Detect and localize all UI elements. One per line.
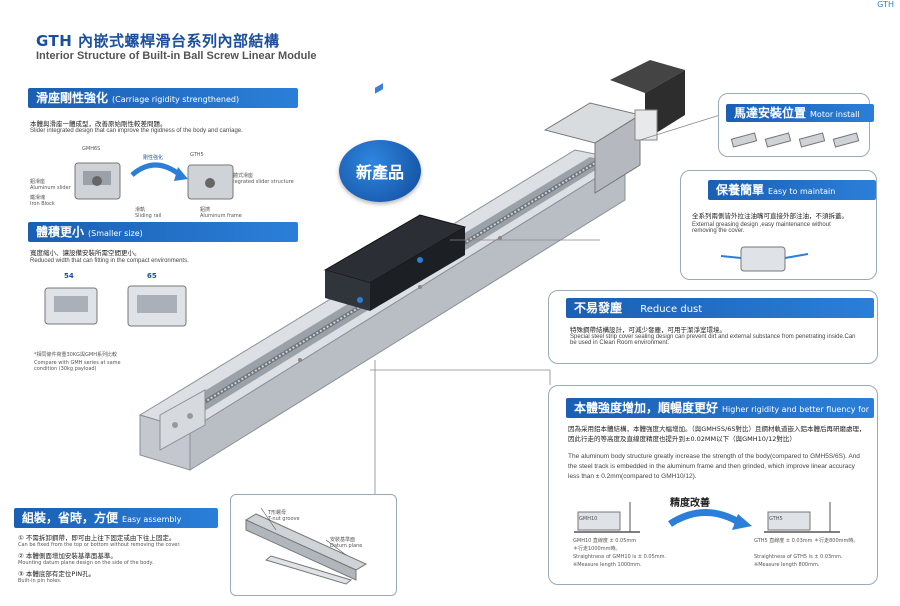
assembly-label-4: Datum plane [330, 543, 363, 549]
maintain-title-en: Easy to maintain [768, 187, 836, 196]
strength-title: 本體強度增加，順暢度更好 [574, 401, 719, 415]
rigidity-title-en: (Carriage rigidity strengthened) [112, 95, 240, 104]
strength-title-en: Higher rigidity and better fluency for m… [574, 405, 870, 436]
maintain-desc-cn: 全系列兩側皆外拉注油嘴可直接外部注油，不須拆蓋。 [692, 212, 848, 220]
dust-header: 不易發塵 Reduce dust [566, 298, 874, 318]
assembly-title: 組裝，省時，方便 [22, 511, 119, 525]
assembly-diagram [244, 507, 368, 585]
rigidity-label-left: GMH6S [82, 146, 101, 152]
motor-panel [718, 93, 870, 157]
strength-desc-en: The aluminum body structure greatly incr… [568, 453, 860, 480]
strength-left-caption-en: Straightness of GMH10 is ± 0.05mm. ※Meas… [573, 554, 667, 568]
strength-left-caption-cn: GMH10 直線度 ± 0.05mm ＊行走1000mm時。 [573, 538, 637, 552]
rigidity-desc-en: Slider integrated design that can improv… [30, 128, 243, 134]
volume-width-right: 65 [147, 272, 157, 280]
page-subtitle: Interior Structure of Built-in Ball Scre… [36, 50, 317, 62]
volume-width-left: 54 [64, 272, 74, 280]
volume-title-en: (Smaller size) [88, 229, 143, 238]
motor-title: 馬達安裝位置 [734, 106, 807, 120]
rigidity-label-rail: 滑軌 Sliding rail [135, 207, 162, 219]
assembly-item-2-en: Mounting datum plane design on the side … [18, 560, 154, 566]
maintain-title: 保養簡單 [716, 183, 765, 197]
assembly-label-3: 安裝基準面 [330, 537, 356, 543]
assembly-item-1-en: Can be fixed from the top or bottom with… [18, 542, 181, 548]
strength-improve-sub: Accuracy improvement [676, 523, 734, 529]
assembly-label-1: T形螺母 [268, 510, 287, 516]
dust-desc-en: Special steel strip cover sealing design… [570, 334, 856, 346]
rigidity-label-iron-block: 鐵滑塊 Iron Block [30, 195, 55, 207]
strength-right-caption-cn: GTH5 直線度 ± 0.03mm ＊行走800mm時。 [754, 538, 859, 544]
maintain-desc-en: External greasing design ,easy maintenan… [692, 222, 831, 234]
strength-left-model: GMH10 [579, 516, 598, 522]
linear-module-illustration [138, 60, 721, 495]
strength-right-model: GTH5 [769, 516, 783, 522]
assembly-item-3-en: Built-in pin holes. [18, 578, 62, 584]
assembly-list: ① 不需拆卸鋼帶，即可由上往下固定或由下往上固定。 Can be fixed f… [18, 532, 218, 584]
assembly-item-2: ② 本體側面增加安裝基準面基準。 [18, 552, 117, 560]
rigidity-arrow-text: 剛性強化 [143, 155, 164, 161]
assembly-title-en: Easy assembly [122, 515, 182, 524]
assembly-item-1: ① 不需拆卸鋼帶，即可由上往下固定或由下往上固定。 [18, 534, 176, 542]
dust-title: 不易發塵 [574, 301, 623, 315]
rigidity-label-alum-slider: 鋁滑座 Aluminum slider [30, 179, 71, 191]
strength-panel [548, 385, 878, 585]
assembly-label-2: T-nut groove [268, 516, 300, 522]
page-title: GTH 內嵌式螺桿滑台系列內部結構 [36, 32, 280, 50]
rigidity-compare-diagram [74, 162, 234, 200]
strength-improve-label: 精度改善 [670, 498, 710, 509]
rigidity-desc-cn: 本體與滑座一體成型，改善原始剛性較差問題。 [30, 120, 167, 128]
volume-note-en: Compare with GMH series at same conditio… [34, 360, 121, 372]
motor-options-icons [730, 132, 860, 148]
volume-title: 體積更小 [36, 225, 85, 239]
corner-mark: GTH [877, 0, 894, 9]
rigidity-header: 滑座剛性強化(Carriage rigidity strengthened) [28, 88, 298, 108]
volume-header: 體積更小(Smaller size) [28, 222, 298, 242]
rigidity-label-alum-frame: 鋁擠 Aluminum frame [200, 207, 242, 219]
volume-desc-cn: 寬度縮小、讓設備安裝所需空間更小。 [30, 249, 141, 257]
volume-desc-en: Reduced width that can fitting in the co… [30, 258, 189, 264]
volume-note-cn: *相同條件荷重30KG與GMH系列比較 [34, 352, 117, 358]
strength-right-caption-en: Straightness of GTH5 is ± 0.03mm. ※Measu… [754, 554, 843, 568]
volume-compare-diagram [44, 285, 187, 327]
rigidity-label-integrated: 一體式滑座 Integrated slider structure [228, 173, 294, 185]
maintain-diagram [720, 246, 809, 272]
new-product-badge: 新產品 [339, 140, 421, 202]
rigidity-label-right: GTH5 [190, 152, 204, 158]
rigidity-title: 滑座剛性強化 [36, 91, 109, 105]
dust-desc-cn: 特殊鋼帶結構設計，可減少發塵，可用于潔淨室環境。 [570, 326, 726, 334]
dust-title-en: Reduce dust [640, 304, 703, 315]
strength-desc-cn: 因為采用鋁本體結構，本體強度大幅增加。（與GMH5S/6S對比）且鋼材軌道嵌入鋁… [568, 425, 866, 443]
assembly-item-3: ③ 本體底部有定位PIN孔。 [18, 570, 96, 578]
strength-compare-diagram [574, 502, 840, 533]
